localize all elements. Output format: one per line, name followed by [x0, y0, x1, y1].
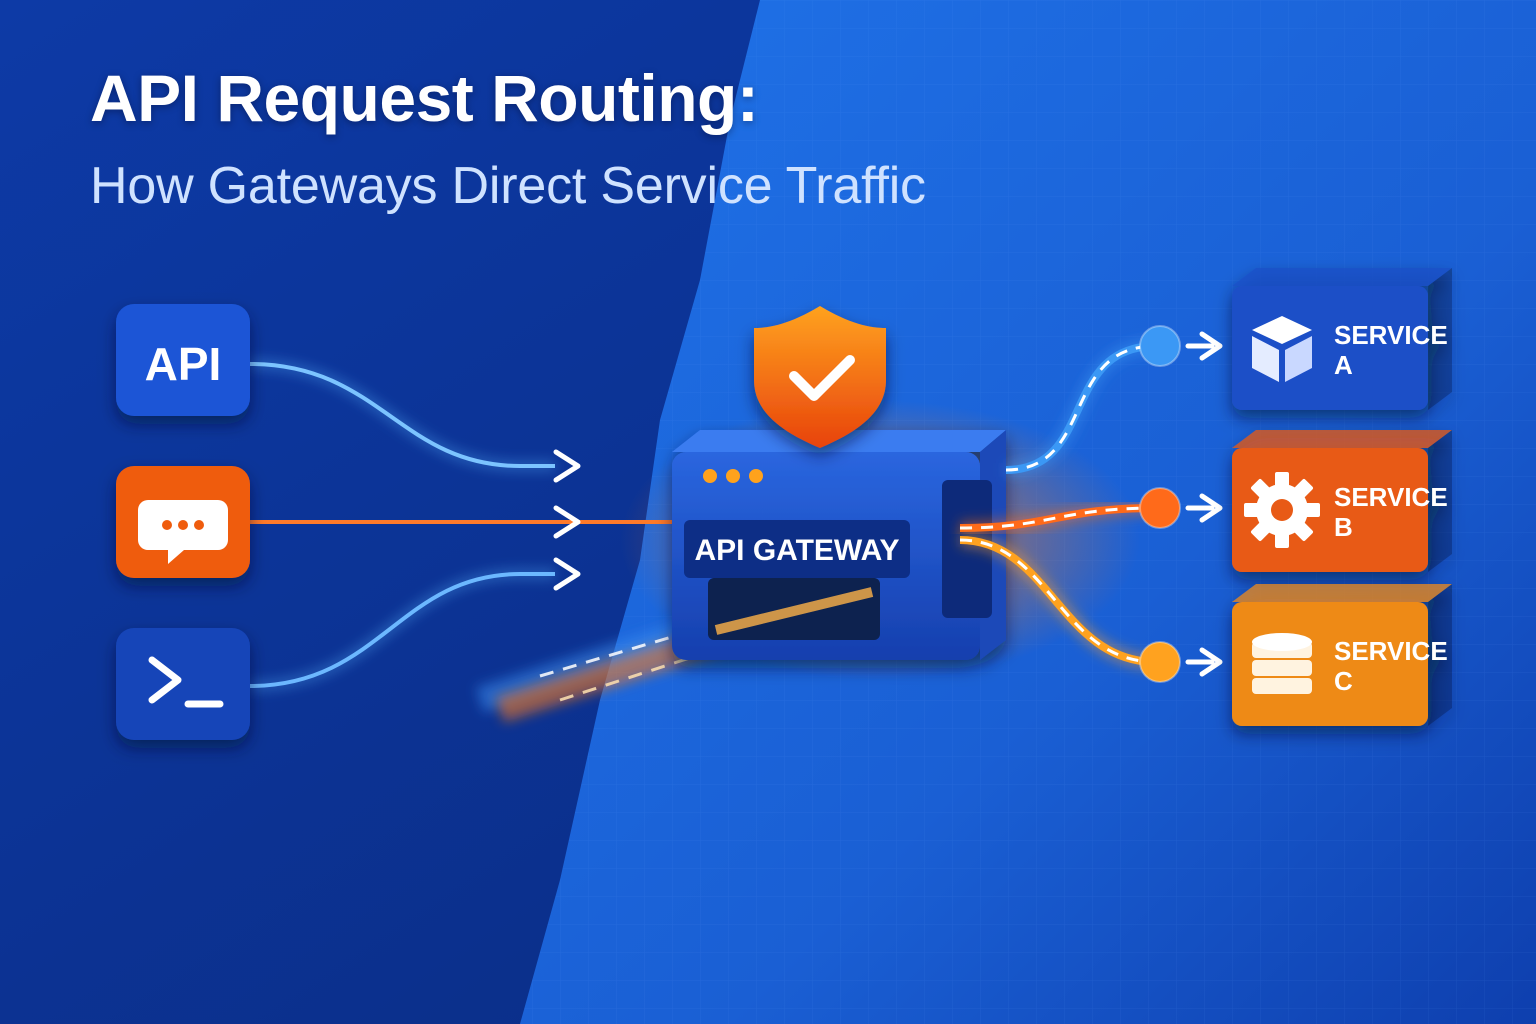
- service-label: SERVICE: [1334, 320, 1448, 350]
- arrow-icon: [553, 557, 581, 591]
- route-line-terminal: [249, 572, 555, 688]
- service-block-side: [1428, 430, 1452, 572]
- route-node: [1139, 325, 1181, 367]
- cube-icon: [1252, 316, 1312, 382]
- service-block-top: [1232, 430, 1452, 448]
- service-block-top: [1232, 268, 1452, 286]
- route-line-api: [249, 362, 555, 468]
- service-label: SERVICE: [1334, 636, 1448, 666]
- gateway-label-plate: [684, 520, 910, 578]
- service-letter: B: [1334, 512, 1353, 542]
- client-terminal-tile: [116, 628, 250, 740]
- route-dash-service: [1005, 344, 1157, 472]
- terminal-icon: [148, 656, 224, 708]
- gateway-label: API GATEWAY: [694, 534, 899, 567]
- service-block-front: [1232, 602, 1428, 726]
- client-api-box: [116, 304, 250, 416]
- route-node: [1139, 487, 1181, 529]
- client-terminal-box: [116, 628, 250, 740]
- shield-check-icon: [754, 306, 886, 448]
- route-dash-service: [959, 506, 1157, 530]
- arrow-icon: [1185, 647, 1223, 677]
- service-letter: C: [1334, 666, 1353, 696]
- gear-icon: [1244, 472, 1320, 548]
- gateway-top: [672, 430, 1006, 452]
- database-icon: [1252, 633, 1312, 694]
- service-block-top: [1232, 584, 1452, 602]
- client-api-label: API: [145, 338, 222, 390]
- api-gateway: API GATEWAY: [672, 430, 1006, 660]
- route-node: [1139, 641, 1181, 683]
- arrow-icon: [1185, 331, 1223, 361]
- service-block-side: [1428, 268, 1452, 410]
- client-api-tile: API: [116, 304, 250, 416]
- page-subtitle: How Gateways Direct Service Traffic: [90, 157, 926, 215]
- route-dash-service: [959, 538, 1157, 664]
- gateway-side-port: [942, 480, 992, 618]
- service-letter: A: [1334, 350, 1353, 380]
- service-block-side: [1428, 584, 1452, 726]
- arrow-icon: [553, 505, 581, 539]
- incoming-routes: [249, 359, 680, 691]
- arrow-icon: [553, 449, 581, 483]
- arrow-icon: [1185, 493, 1223, 523]
- service-label: SERVICE: [1334, 482, 1448, 512]
- gateway-intake-glow: [714, 587, 874, 635]
- page-title: API Request Routing:: [90, 61, 759, 135]
- outgoing-routes: [959, 325, 1223, 683]
- client-chat-tile: [116, 466, 250, 578]
- chat-bubble-icon: [138, 500, 228, 564]
- three-dots-icon: [703, 469, 763, 483]
